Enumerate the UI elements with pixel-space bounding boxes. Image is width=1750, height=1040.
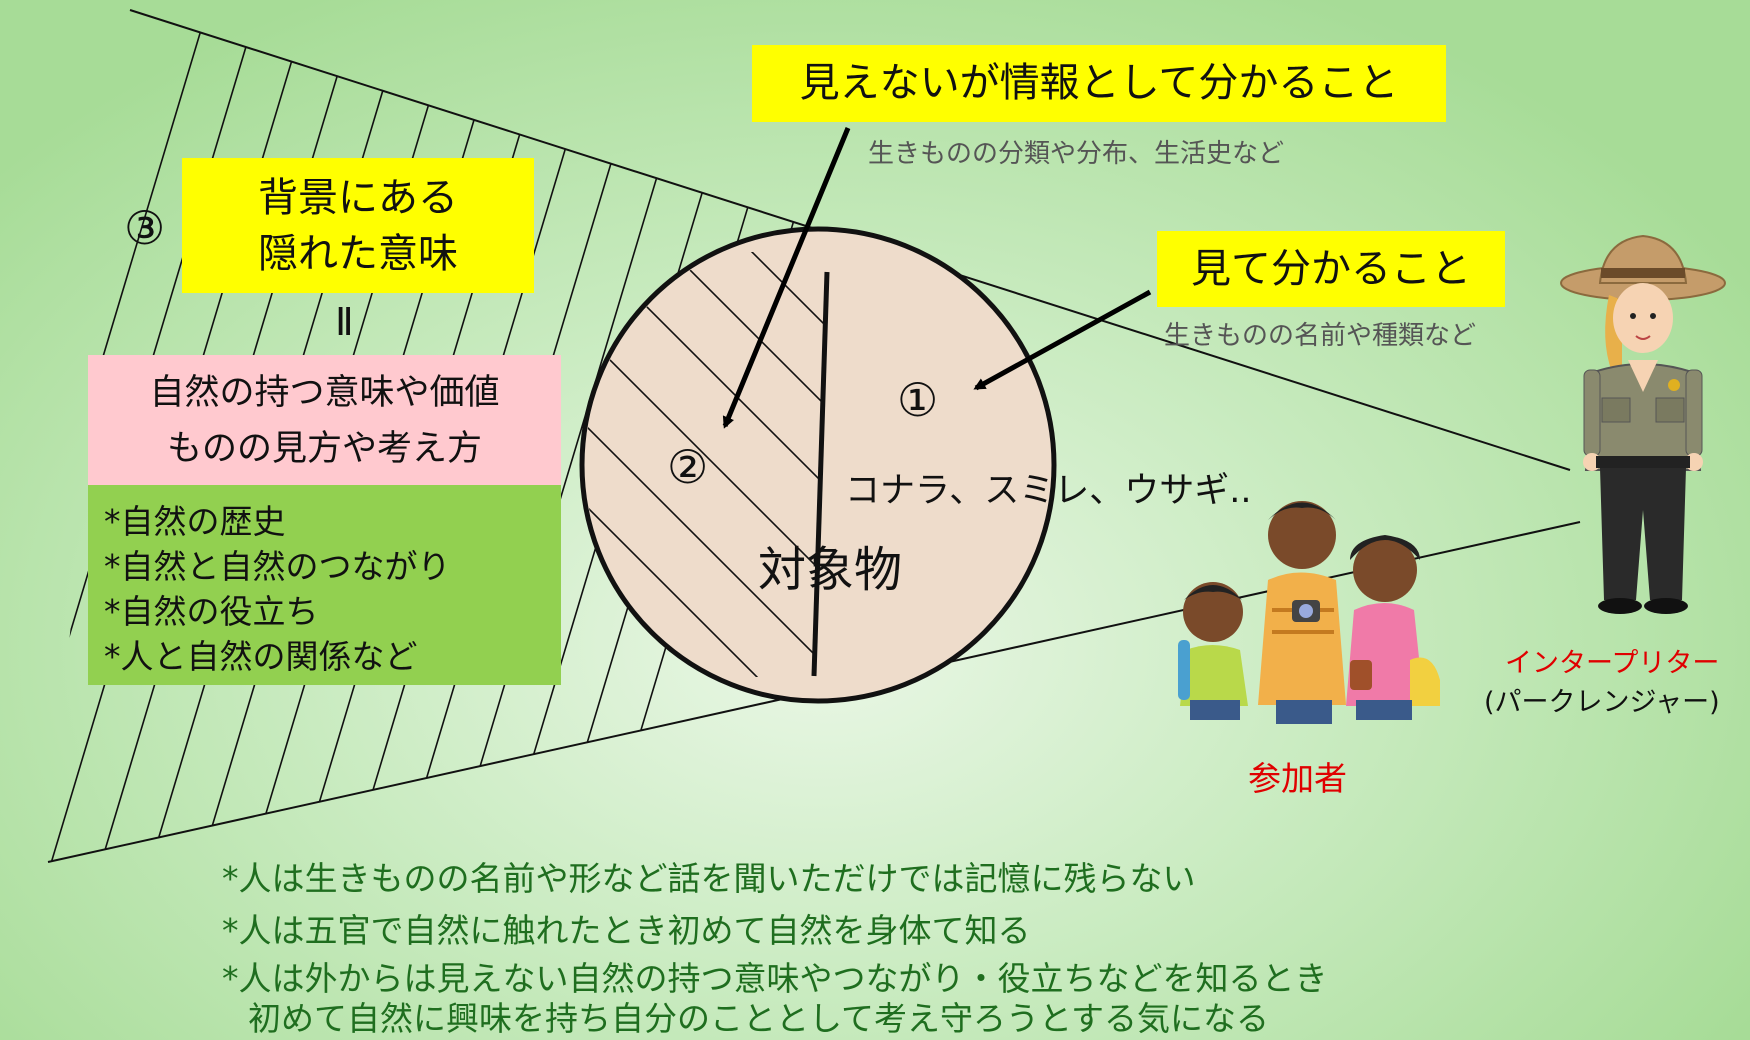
section-1-number: ① <box>897 373 939 427</box>
list-item: *自然の役立ち <box>104 592 319 631</box>
list-item: *自然と自然のつながり <box>104 547 451 586</box>
note-line-3: *人は外からは見えない自然の持つ意味やつながり・役立ちなどを知るとき <box>222 959 1328 998</box>
note-line-4: 初めて自然に興味を持ち自分のこととして考え守ろうとする気になる <box>248 999 1270 1038</box>
visible-subtitle: 生きものの名前や種類など <box>1164 321 1477 351</box>
hidden-title-line2: 隠れた意味 <box>258 231 458 277</box>
participants-figure <box>1178 501 1440 724</box>
object-circle <box>579 226 1057 704</box>
visible-title: 見て分かること <box>1157 231 1505 307</box>
section-2-number: ② <box>667 440 709 494</box>
note-line-1: *人は生きものの名前や形など話を聞いただけでは記憶に残らない <box>222 859 1196 898</box>
information-subtitle: 生きものの分類や分布、生活史など <box>868 139 1285 169</box>
arrow-to-section2 <box>722 127 851 429</box>
value-line1: 自然の持つ意味や価値 <box>149 373 500 413</box>
examples-text: コナラ、スミレ、ウサギ.. <box>845 471 1252 511</box>
note-line-2: *人は五官で自然に触れたとき初めて自然を身体て知る <box>222 911 1031 950</box>
interpreter-label: インタープリター <box>1505 648 1720 679</box>
participants-label: 参加者 <box>1248 759 1347 798</box>
examples-box: *自然の歴史 *自然と自然のつながり *自然の役立ち *人と自然の関係など <box>88 485 561 685</box>
hidden-title-line1: 背景にある <box>258 175 458 221</box>
list-item: *人と自然の関係など <box>104 637 418 676</box>
hidden-meaning-box: 背景にある 隠れた意味 <box>182 158 534 293</box>
information-title: 見えないが情報として分かること <box>752 45 1446 122</box>
section-3-number: ③ <box>124 201 166 255</box>
list-item: *自然の歴史 <box>104 502 286 541</box>
equals-sign: Ⅱ <box>335 300 354 344</box>
value-box: 自然の持つ意味や価値 ものの見方や考え方 <box>88 355 561 485</box>
interpreter-sublabel: (パークレンジャー) <box>1484 687 1720 718</box>
interpreter-figure <box>1560 234 1726 614</box>
object-label: 対象物 <box>758 542 903 598</box>
arrow-to-section1 <box>973 289 1152 391</box>
value-line2: ものの見方や考え方 <box>166 429 482 469</box>
circle-divider <box>811 271 830 677</box>
